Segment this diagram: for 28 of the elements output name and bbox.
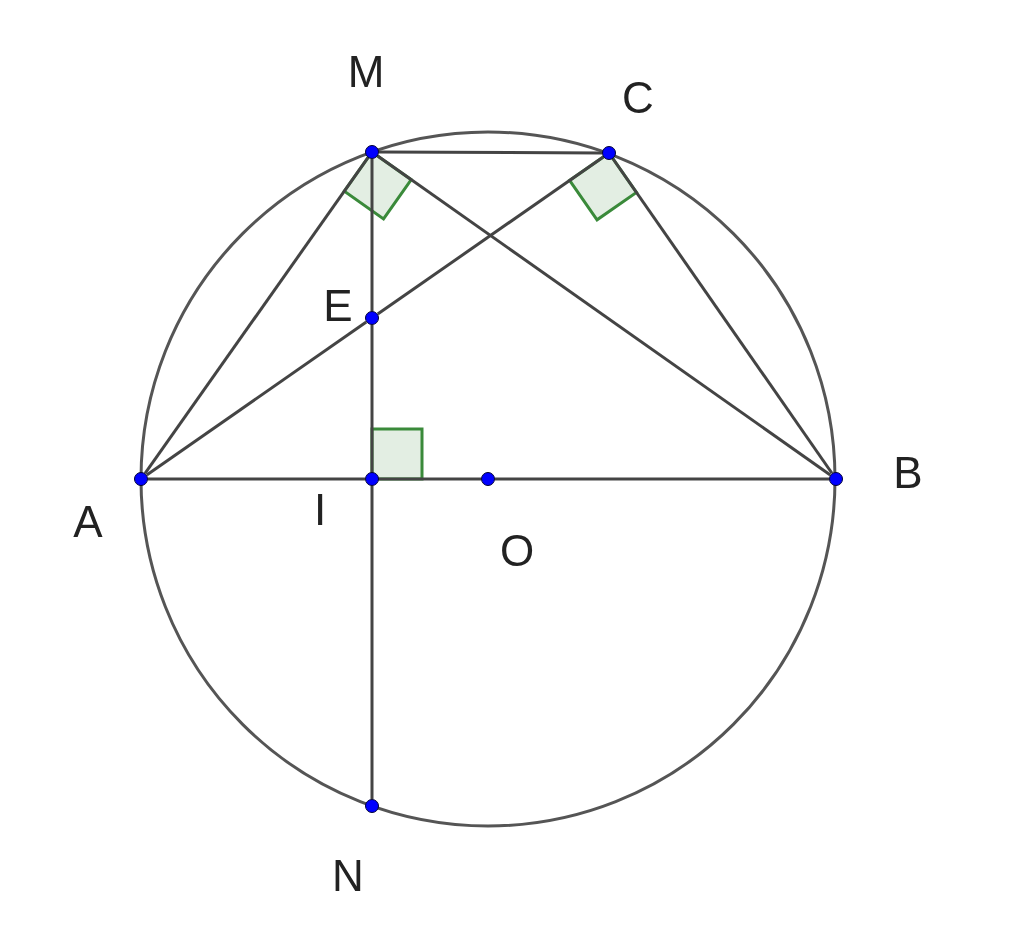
point-label: E: [323, 284, 353, 328]
line-segment: [145, 320, 368, 477]
line-segment: [370, 325, 374, 472]
line-segment: [148, 477, 365, 481]
point-label: B: [893, 451, 923, 495]
line-segment: [143, 156, 370, 475]
line-segment: [376, 154, 832, 477]
line-segment: [376, 155, 605, 316]
point-marker: [365, 472, 379, 486]
point-label: M: [347, 50, 385, 94]
line-segment: [495, 477, 829, 481]
point-marker: [365, 311, 379, 325]
point-label: A: [73, 500, 103, 544]
point-marker: [365, 799, 379, 813]
point-label: O: [499, 529, 535, 573]
line-segment: [370, 159, 374, 311]
line-segment: [370, 486, 374, 799]
line-segment: [379, 477, 481, 481]
line-segment: [611, 157, 834, 475]
point-label: I: [313, 488, 327, 532]
point-marker: [602, 146, 616, 160]
point-marker: [134, 472, 148, 486]
point-marker: [829, 472, 843, 486]
point-label: N: [332, 854, 364, 898]
point-marker: [365, 145, 379, 159]
point-label: C: [622, 76, 654, 120]
line-segment: [379, 150, 602, 155]
point-marker: [481, 472, 495, 486]
